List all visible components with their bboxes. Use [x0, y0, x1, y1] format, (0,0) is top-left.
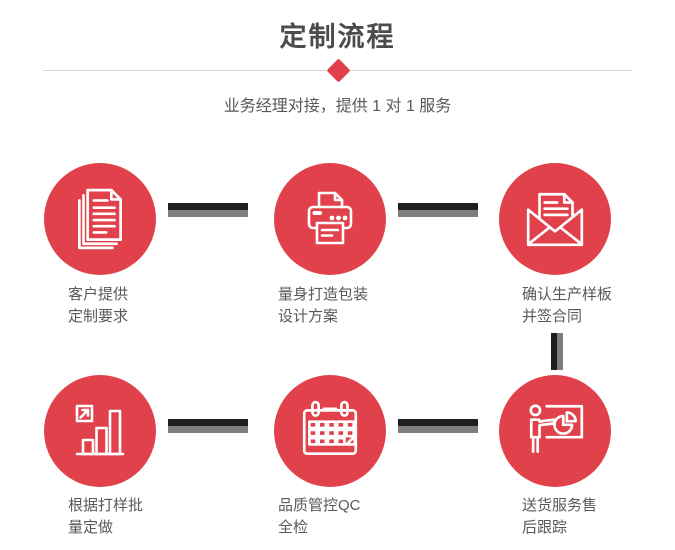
step-label-4-line2: 量定做: [68, 519, 114, 536]
step-label-1: 客户提供 定制要求: [68, 284, 128, 328]
step-label-5-line1: 品质管控QC: [278, 497, 361, 514]
step-label-2-line2: 设计方案: [278, 308, 339, 325]
step-circle-3: [499, 163, 611, 275]
step-label-3: 确认生产样板 并签合同: [522, 284, 612, 328]
step-label-6-line1: 送货服务售: [522, 497, 598, 514]
step-label-6: 送货服务售 后跟踪: [522, 495, 597, 539]
step-label-1-line2: 定制要求: [68, 308, 129, 325]
step-label-3-line1: 确认生产样板: [522, 286, 613, 303]
connector-step1-step2: [168, 203, 248, 217]
step-label-6-line2: 后跟踪: [522, 519, 568, 536]
step-label-5: 品质管控QC 全检: [278, 495, 361, 539]
step-label-4: 根据打样批 量定做: [68, 495, 143, 539]
connector-step4-step5: [168, 419, 248, 433]
envelope-letter-icon: [526, 192, 584, 247]
documents-icon: [78, 188, 122, 250]
step-circle-5: [274, 375, 386, 487]
connector-step3-step6: [551, 333, 563, 370]
connector-step2-step3: [398, 203, 478, 217]
step-circle-1: [44, 163, 156, 275]
step-circle-4: [44, 375, 156, 487]
presentation-icon: [529, 404, 584, 453]
step-circle-2: [274, 163, 386, 275]
calendar-icon: [302, 400, 358, 456]
printer-icon: [307, 191, 353, 245]
step-circle-6: [499, 375, 611, 487]
step-label-3-line2: 并签合同: [522, 308, 583, 325]
step-label-1-line1: 客户提供: [68, 286, 129, 303]
page-title: 定制流程: [279, 22, 396, 52]
diamond-marker-icon: [326, 58, 351, 83]
step-label-4-line1: 根据打样批: [68, 497, 144, 514]
step-label-2-line1: 量身打造包装: [278, 286, 369, 303]
step-label-5-line2: 全检: [278, 519, 309, 536]
subtitle: 业务经理对接，提供 1 对 1 服务: [223, 98, 452, 115]
step-label-2: 量身打造包装 设计方案: [278, 284, 368, 328]
bar-chart-icon: [75, 404, 125, 456]
connector-step5-step6: [398, 419, 478, 433]
